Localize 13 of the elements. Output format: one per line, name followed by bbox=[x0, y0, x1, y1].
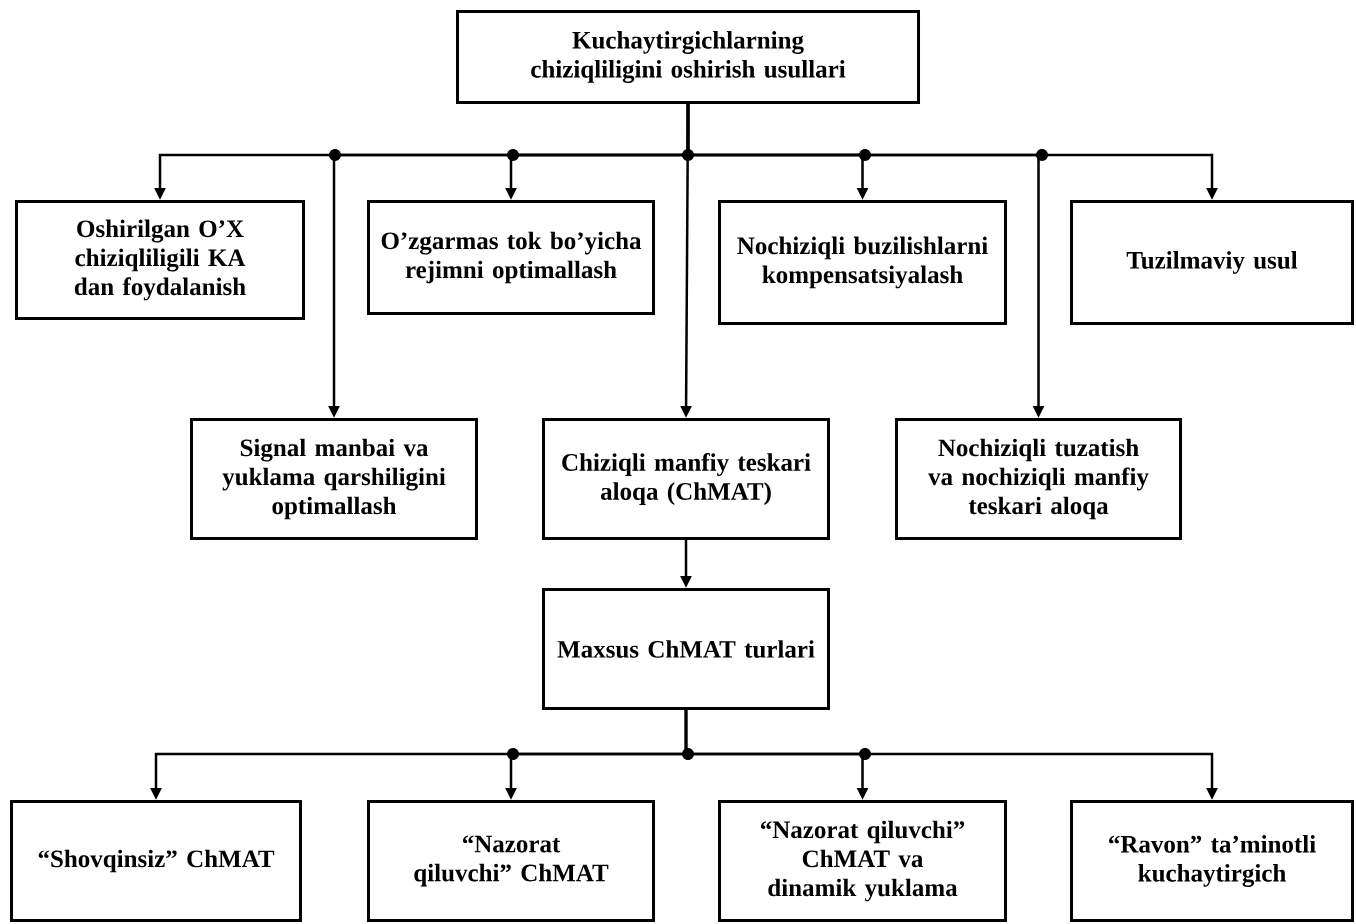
text-box: “Ravon” ta’minotli kuchaytirgich bbox=[1070, 800, 1354, 922]
text-box: Nochiziqli tuzatish va nochiziqli manfiy teskari aloqa bbox=[895, 418, 1182, 540]
text-box: Kuchaytirgichlarning chiziqliligini oshirish usullari bbox=[456, 10, 920, 104]
text-box: Oshirilgan O’X chiziqliligili KA dan foydalanish bbox=[15, 200, 305, 320]
text-box: Chiziqli manfiy teskari aloqa (ChMAT) bbox=[542, 418, 830, 540]
text-box: O’zgarmas tok bo’yicha rejimni optimallash bbox=[367, 200, 655, 315]
text-box: “Nazorat qiluvchi” ChMAT bbox=[367, 800, 655, 922]
text-box: “Shovqinsiz” ChMAT bbox=[10, 800, 302, 922]
text-box: Maxsus ChMAT turlari bbox=[542, 588, 830, 710]
text-box: Tuzilmaviy usul bbox=[1070, 200, 1354, 325]
text-box: Signal manbai va yuklama qarshiligini optimallash bbox=[190, 418, 478, 540]
text-box: Nochiziqli buzilishlarni kompensatsiyalash bbox=[718, 200, 1007, 325]
text-box: “Nazorat qiluvchi” ChMAT va dinamik yuklama bbox=[718, 800, 1007, 922]
